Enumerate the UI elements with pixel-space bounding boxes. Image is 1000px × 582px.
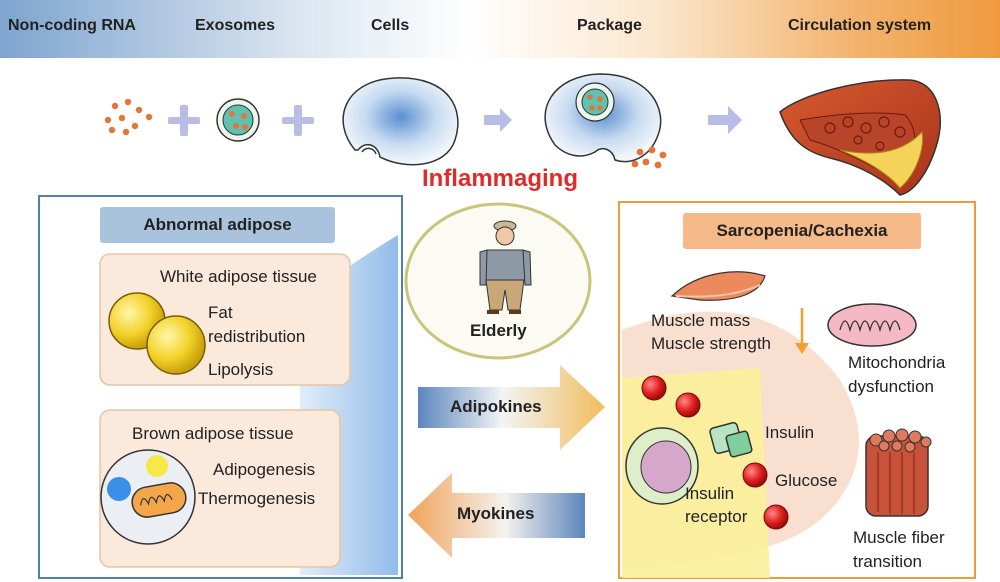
mitochondria-label: Mitochondria: [848, 353, 946, 372]
insulin-receptor-icon: [709, 421, 753, 458]
muscle-strength-label: Muscle strength: [651, 334, 771, 353]
dysfunction-label: dysfunction: [848, 377, 934, 396]
adipokines-label: Adipokines: [450, 397, 542, 416]
glucose-label: Glucose: [775, 471, 838, 490]
header-bar: Non-coding RNA Exosomes Cells Package Ci…: [0, 0, 1000, 58]
elderly-label: Elderly: [470, 321, 527, 340]
brown-adipocyte-icon: [100, 449, 196, 545]
step-noncoding-rna: Non-coding RNA: [8, 17, 136, 34]
step-package: Package: [577, 17, 642, 34]
arrow-right-icon: [708, 106, 742, 134]
blood-vessel-icon: [779, 79, 941, 196]
plus-icon: [282, 105, 314, 136]
adipokines-arrow: [418, 365, 605, 450]
brown-adipose-title: Brown adipose tissue: [132, 424, 294, 443]
insulin-receptor-label-line1: Insulin: [685, 484, 735, 503]
step-cells: Cells: [371, 17, 410, 34]
brown-item-thermogenesis: Thermogenesis: [198, 489, 316, 508]
down-arrow-icon: [795, 308, 809, 354]
plus-icon: [168, 105, 200, 136]
muscle-fiber-label: Muscle fiber: [853, 528, 945, 547]
exosome-icon: [216, 98, 260, 142]
white-item-lipolysis: Lipolysis: [208, 360, 274, 379]
noncoding-rna-icon: [104, 98, 153, 136]
inflammaging-title: Inflammaging: [421, 165, 578, 192]
white-adipose-title: White adipose tissue: [160, 267, 317, 286]
cell-icon: [625, 427, 699, 505]
step-circulation-system: Circulation system: [788, 17, 932, 34]
red-glucose-dot: [641, 375, 789, 530]
muscle-mass-icon: [670, 271, 766, 301]
white-item-redistribution: redistribution: [208, 327, 306, 346]
white-adipocyte-icon: [108, 292, 206, 375]
abnormal-adipose-tag: Abnormal adipose: [100, 207, 335, 243]
transition-label: transition: [853, 552, 922, 571]
mitochondria-icon: [827, 303, 917, 347]
myokines-label: Myokines: [457, 504, 535, 523]
myokines-arrow: [408, 473, 585, 558]
white-item-fat: Fat: [208, 303, 233, 322]
package-cell-icon: [544, 73, 667, 169]
arrow-right-icon: [484, 108, 512, 132]
step-exosomes: Exosomes: [195, 17, 276, 34]
muscle-mass-label: Muscle mass: [651, 311, 751, 330]
elderly-person-icon: [479, 220, 532, 314]
muscle-fiber-icon: [865, 428, 932, 517]
cell-icon: [342, 77, 459, 166]
brown-item-adipogenesis: Adipogenesis: [213, 460, 316, 479]
insulin-receptor-label-line2: receptor: [685, 507, 748, 526]
sarcopenia-tag: Sarcopenia/Cachexia: [683, 213, 921, 249]
insulin-label: Insulin: [765, 423, 815, 442]
